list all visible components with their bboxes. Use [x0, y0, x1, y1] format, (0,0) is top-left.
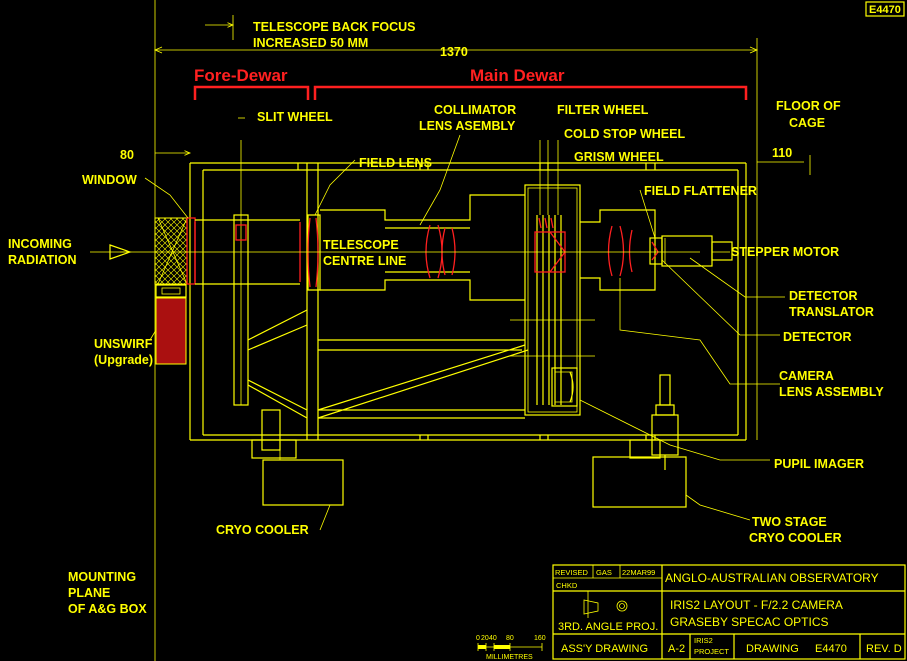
fore-dewar-label: Fore-Dewar [194, 66, 288, 85]
label-collimator-1: COLLIMATOR [434, 103, 516, 117]
label-camera-lens-1: CAMERA [779, 369, 834, 383]
tb-organisation: ANGLO-AUSTRALIAN OBSERVATORY [665, 571, 879, 585]
scale-tick-80: 80 [506, 635, 514, 642]
label-pupil-imager: PUPIL IMAGER [774, 457, 864, 471]
label-two-stage-2: CRYO COOLER [749, 531, 842, 545]
scale-units: MILLIMETRES [486, 654, 533, 661]
label-incoming-2: RADIATION [8, 253, 77, 267]
unswirf-upgrade-block [155, 297, 187, 365]
projection-symbol-circle-outer [616, 600, 628, 612]
left-offset-value: 80 [120, 148, 134, 162]
label-cryo-cooler: CRYO COOLER [216, 523, 309, 537]
label-stepper-motor: STEPPER MOTOR [731, 245, 839, 259]
label-field-lens: FIELD LENS [359, 156, 432, 170]
back-focus-dimension: TELESCOPE BACK FOCUS INCREASED 50 MM [205, 20, 416, 50]
label-field-flattener: FIELD FLATTENER [644, 184, 757, 198]
label-mounting-2: PLANE [68, 586, 110, 600]
main-dewar-label: Main Dewar [470, 66, 565, 85]
overall-length-value: 1370 [440, 45, 468, 59]
label-window: WINDOW [82, 173, 137, 187]
label-detector: DETECTOR [783, 330, 852, 344]
scale-tick-20: 20 [481, 635, 489, 642]
label-two-stage-1: TWO STAGE [752, 515, 827, 529]
label-floor-2: CAGE [789, 116, 825, 130]
collimator-lens-assembly [425, 224, 456, 279]
window-crosshatch [154, 217, 188, 285]
tb-chkd: CHKD [556, 581, 578, 590]
tb-projection: 3RD. ANGLE PROJ. [558, 621, 658, 633]
slit-wheel [233, 117, 249, 406]
tb-title-2: GRASEBY SPECAC OPTICS [670, 615, 829, 629]
label-floor-1: FLOOR OF [776, 99, 841, 113]
left-offset-dimension: 80 [120, 148, 190, 162]
camera-lens-assembly [580, 209, 656, 291]
label-camera-lens-2: LENS ASSEMBLY [779, 385, 884, 399]
label-centre-1: TELESCOPE [323, 238, 399, 252]
back-focus-label-1: TELESCOPE BACK FOCUS [253, 20, 416, 34]
label-slit-wheel: SLIT WHEEL [257, 110, 333, 124]
tb-drawing-type: ASS'Y DRAWING [561, 643, 648, 655]
tb-revised-date: 22MAR99 [622, 568, 655, 577]
drawing-id: E4470 [869, 4, 901, 16]
fore-dewar-bracket: Fore-Dewar [193, 66, 310, 100]
back-focus-label-2: INCREASED 50 MM [253, 36, 368, 50]
incoming-arrow-head [109, 244, 132, 260]
label-unswirf-2: (Upgrade) [94, 353, 153, 367]
leader-lines [144, 134, 785, 531]
tb-drawing-number: E4470 [815, 643, 847, 655]
tb-revised: REVISED [555, 568, 589, 577]
cryo-cooler-left [251, 409, 344, 506]
scale-tick-0: 0 [476, 635, 480, 642]
scale-bar: 0 20 40 80 160 MILLIMETRES [476, 635, 546, 661]
wheel-assembly [510, 140, 595, 416]
label-cold-stop-wheel: COLD STOP WHEEL [564, 127, 685, 141]
tb-title-1: IRIS2 LAYOUT - F/2.2 CAMERA [670, 598, 843, 612]
window-assembly [154, 217, 196, 298]
drawing-id-box [865, 1, 905, 17]
overall-length-dimension: 1370 [153, 45, 759, 59]
label-incoming-1: INCOMING [8, 237, 72, 251]
label-mounting-3: OF A&G BOX [68, 602, 147, 616]
tb-revision: REV. D [866, 643, 902, 655]
dewar-body [189, 162, 747, 441]
label-mounting-1: MOUNTING [68, 570, 136, 584]
label-grism-wheel: GRISM WHEEL [574, 150, 664, 164]
right-offset-value: 110 [772, 146, 792, 160]
right-offset-dimension: 110 [757, 146, 811, 175]
projection-symbol-cone [583, 599, 599, 615]
label-centre-2: CENTRE LINE [323, 254, 406, 268]
tb-revised-by: GAS [596, 568, 612, 577]
tb-drawing-label: DRAWING [746, 643, 799, 655]
label-detector-translator-1: DETECTOR [789, 289, 858, 303]
label-unswirf-1: UNSWIRF [94, 337, 153, 351]
tb-project-1: IRIS2 [694, 636, 713, 645]
label-collimator-2: LENS ASEMBLY [419, 119, 516, 133]
main-dewar-bracket: Main Dewar [313, 66, 748, 100]
tb-sheet-size: A-2 [668, 643, 685, 655]
label-filter-wheel: FILTER WHEEL [557, 103, 649, 117]
cryo-cooler-right [592, 439, 687, 508]
pupil-imager-mount [651, 374, 679, 470]
scale-tick-160: 160 [534, 635, 546, 642]
label-detector-translator-2: TRANSLATOR [789, 305, 874, 319]
projection-symbol-circle-inner [619, 603, 625, 609]
title-block: REVISED GAS 22MAR99 CHKD ANGLO-AUSTRALIA… [552, 564, 906, 660]
tb-project-2: PROJECT [694, 647, 729, 656]
scale-tick-40: 40 [489, 635, 497, 642]
field-flattener-detector [649, 235, 733, 267]
